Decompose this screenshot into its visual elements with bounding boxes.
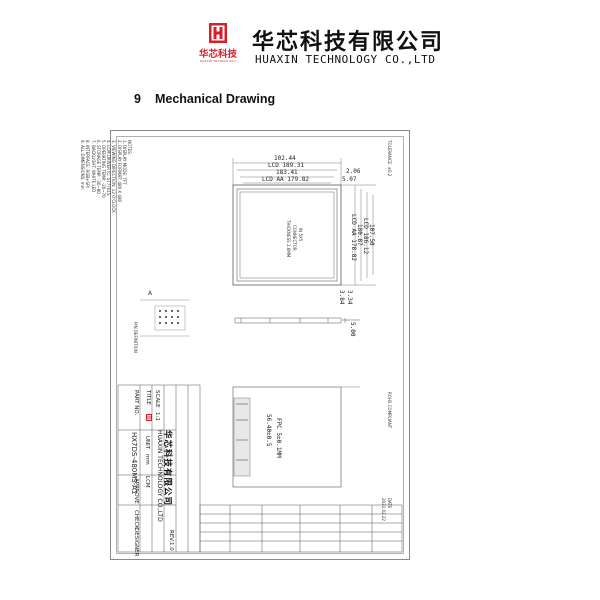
revision-note: ROHS COMPLIANT xyxy=(387,392,392,429)
drawing-sheet-inner-border xyxy=(116,136,404,554)
dim-right-top-2: 5.07 xyxy=(342,176,357,183)
titleblock-rev-label: REV. xyxy=(168,530,174,543)
titleblock-approve-label: APPROVE xyxy=(133,478,139,504)
logo-mark-icon xyxy=(209,23,227,43)
note-item: 5. OPERATING TEMP: -20~70 xyxy=(100,140,106,198)
note-item: 9. ALL DIMENSIONS: mm xyxy=(80,140,86,190)
dim-vertical-0: 107.50 xyxy=(368,224,375,246)
titleblock-design-label: DESIGNER xyxy=(133,528,139,557)
titleblock-company-cn: 华芯科技有限公司 xyxy=(162,430,172,507)
top-dimension-lines xyxy=(232,158,342,185)
rear-label: FPC 5±0.1MM xyxy=(275,418,282,458)
titleblock-title-label: TITLE xyxy=(145,390,151,405)
titleblock-lcm-label: LCM xyxy=(144,476,150,488)
dim-bottom-right-0: 3.34 xyxy=(346,290,353,305)
center-label-1: IN 5X5 xyxy=(298,228,303,242)
section-heading: 9 Mechanical Drawing xyxy=(134,92,275,106)
titleblock-scale-label: SCALE xyxy=(154,390,160,408)
dim-top-1: LCD 189.31 xyxy=(268,162,305,169)
dim-vertical-3: LCD AA 178.82 xyxy=(350,214,357,261)
note-item: 3. VIEWING DIRECTION: 12 O'CLOCK xyxy=(111,140,117,213)
company-name-en: HUAXIN TECHNOLOGY CO.,LTD xyxy=(255,53,436,66)
section-number: 9 xyxy=(134,92,141,106)
company-logo: 华芯科技 HUAXIN TECHNOLOGY xyxy=(196,22,240,66)
note-item: 7. BACKLIGHT: WHITE LED xyxy=(90,140,96,193)
note-item: 8. INTERFACE: RGB+SPI xyxy=(85,140,91,188)
center-label-2: CONNECTOR xyxy=(292,225,297,251)
front-view-outline xyxy=(232,184,342,286)
date-value: 2022.02.22 xyxy=(381,498,386,521)
side-profile-view xyxy=(234,317,360,324)
right-dimension-lines xyxy=(341,184,376,286)
titleblock-part-label: PART NO. xyxy=(133,390,139,416)
titleblock-unit-label: UNIT xyxy=(144,436,150,450)
titleblock-rev-value: 1.0 xyxy=(168,542,174,551)
dim-side: 5.00 xyxy=(349,322,356,337)
rear-view xyxy=(232,386,360,488)
notes-title: NOTES: xyxy=(127,140,132,155)
titleblock-check-label: CHECK xyxy=(133,510,139,529)
company-name-cn: 华芯科技有限公司 xyxy=(252,30,445,55)
dim-bottom-right-1: 3.84 xyxy=(338,290,345,305)
dim-right-top: 2.06 xyxy=(346,168,361,175)
pin-detail xyxy=(140,299,190,337)
titleblock-company-en: HUAXIN TECHNOLOGY CO.,LTD xyxy=(156,430,163,522)
dim-top-2: 183.41 xyxy=(276,169,298,176)
section-title-text: Mechanical Drawing xyxy=(154,92,276,106)
center-label-3: THICKNESS 1.6MM xyxy=(286,220,291,258)
title-block-logo-icon xyxy=(146,414,152,421)
drawing-sheet-border xyxy=(110,130,410,560)
right-edge-note: TOLERANCE: ±0.2 xyxy=(387,140,392,177)
titleblock-scale-value: 1:1 xyxy=(154,412,160,421)
logo-cn-text: 华芯科技 xyxy=(198,49,237,60)
titleblock-unit-value: mm xyxy=(144,454,150,465)
dim-top-0: 102.44 xyxy=(274,155,296,162)
note-item: 6. STORAGE TEMP: -30~80 xyxy=(95,140,101,194)
dim-vertical-2: 180.87 xyxy=(356,224,363,246)
pin-note: PIN DEFINITION xyxy=(133,322,138,353)
title-block-grid xyxy=(117,384,403,553)
date-label: DATE xyxy=(387,498,392,509)
note-item: 1. DISPLAY MODE: TFT xyxy=(121,140,127,185)
dim-top-3: LCD AA 179.82 xyxy=(262,176,309,183)
logo-en-text: HUAXIN TECHNOLOGY xyxy=(199,59,237,63)
notes-block: NOTES: 1. DISPLAY MODE: TFT 2. DISPLAY F… xyxy=(80,140,132,260)
rear-dimension: 56.40±0.5 xyxy=(265,414,272,447)
note-item: 2. DISPLAY FORMAT: 480 X 480 xyxy=(116,140,122,203)
dim-vertical-1: LCD 186.12 xyxy=(362,218,369,255)
pin-label: A xyxy=(148,290,153,297)
